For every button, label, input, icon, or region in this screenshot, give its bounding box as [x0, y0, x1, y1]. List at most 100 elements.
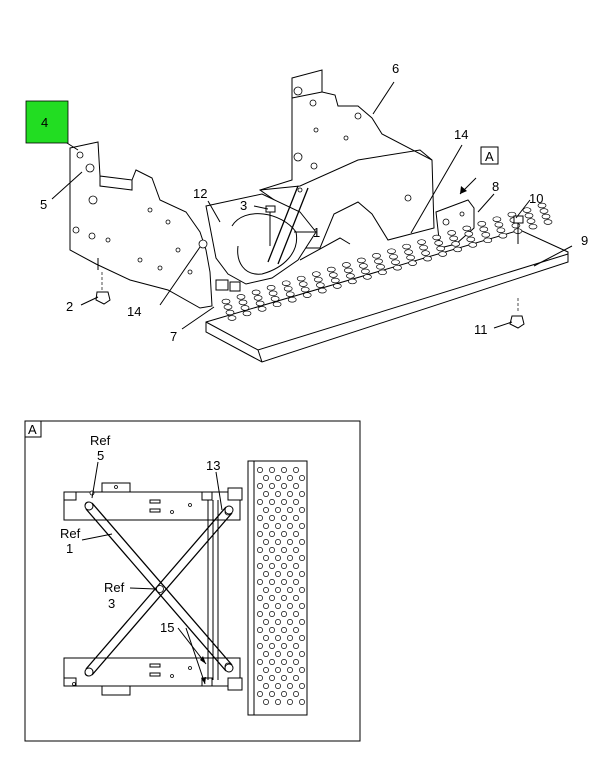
perforation	[361, 268, 370, 275]
callout-2: 2	[66, 299, 73, 314]
perforation	[299, 603, 305, 609]
perforation	[275, 619, 281, 625]
view-a-reference: A	[480, 146, 499, 165]
perforation	[269, 499, 275, 505]
perforation	[263, 635, 269, 641]
perforation	[434, 240, 444, 246]
perforation	[498, 232, 508, 239]
perforation	[287, 619, 293, 625]
perforation	[357, 257, 366, 264]
perforation	[332, 283, 342, 289]
perforation	[299, 635, 305, 641]
perforation	[393, 264, 402, 271]
perforation	[481, 232, 491, 238]
perforation	[378, 269, 387, 276]
perforation	[363, 274, 372, 280]
perforation	[287, 699, 293, 705]
perforation	[236, 294, 246, 300]
perforation	[269, 515, 275, 521]
perforation	[269, 691, 275, 697]
perforation	[468, 242, 478, 248]
perforation	[453, 246, 463, 253]
perforation	[293, 515, 299, 521]
perforation	[281, 611, 287, 617]
perforation	[287, 651, 293, 657]
perforation	[293, 659, 299, 665]
perforation	[281, 643, 287, 649]
perforation	[293, 691, 299, 697]
perforation	[287, 491, 293, 497]
fasteners	[95, 215, 525, 329]
perforation	[263, 571, 269, 577]
callout-labels: 4 5 6 14 8 10 9 12 3 1 2 14 7 11	[40, 61, 588, 344]
perforation	[269, 467, 275, 473]
perforation	[302, 292, 312, 298]
perforation	[275, 603, 281, 609]
perforation	[464, 231, 474, 237]
perforation	[541, 213, 551, 220]
perforation	[421, 250, 430, 256]
perforation	[257, 627, 263, 633]
perforation	[342, 262, 351, 268]
perforation	[372, 253, 381, 259]
perforation	[432, 234, 442, 241]
perforation	[257, 547, 263, 553]
perforation	[281, 675, 287, 681]
perforation	[275, 667, 281, 673]
perforation	[269, 563, 275, 569]
perforation	[263, 699, 269, 705]
perforation	[287, 507, 293, 513]
perforation	[293, 483, 299, 489]
perforation	[287, 635, 293, 641]
perforation	[263, 491, 269, 497]
perforation	[287, 603, 293, 609]
perforation	[317, 287, 327, 294]
perforation	[496, 227, 506, 233]
perforation	[299, 507, 305, 513]
ref3-num: 3	[108, 596, 115, 611]
perforation	[406, 254, 415, 261]
perforation	[269, 547, 275, 553]
perforation	[275, 635, 281, 641]
perforation	[227, 315, 237, 321]
perforation	[287, 523, 293, 529]
perforation	[296, 275, 306, 282]
perforation	[293, 547, 299, 553]
perforation	[281, 627, 287, 633]
perforation	[299, 475, 305, 481]
perforation	[287, 667, 293, 673]
callout-12: 12	[193, 186, 207, 201]
perforation	[270, 296, 280, 302]
perforation	[391, 259, 400, 265]
detail-tag: A	[28, 422, 37, 437]
perforation	[257, 306, 267, 312]
perforation	[275, 555, 281, 561]
perforation	[315, 282, 325, 288]
perforation	[299, 619, 305, 625]
perforation	[299, 699, 305, 705]
perforation	[300, 286, 310, 293]
perforation	[275, 651, 281, 657]
perforation	[408, 260, 417, 266]
perforation	[281, 483, 287, 489]
perforation	[263, 523, 269, 529]
callout-13: 13	[206, 458, 220, 473]
perforation	[438, 251, 448, 257]
callout-10: 10	[529, 191, 543, 206]
perforation	[287, 587, 293, 593]
perforation	[328, 272, 338, 278]
perforation	[404, 249, 413, 255]
perforation	[348, 278, 357, 285]
perforation	[263, 667, 269, 673]
perforation	[269, 595, 275, 601]
perforation	[293, 467, 299, 473]
perforation	[221, 298, 231, 305]
perforation	[511, 222, 521, 229]
perforation	[269, 675, 275, 681]
callout-8: 8	[492, 179, 499, 194]
perforation	[281, 595, 287, 601]
perforation	[285, 291, 295, 297]
perforation	[293, 563, 299, 569]
detail-tag-box	[24, 420, 42, 438]
perforation	[263, 587, 269, 593]
